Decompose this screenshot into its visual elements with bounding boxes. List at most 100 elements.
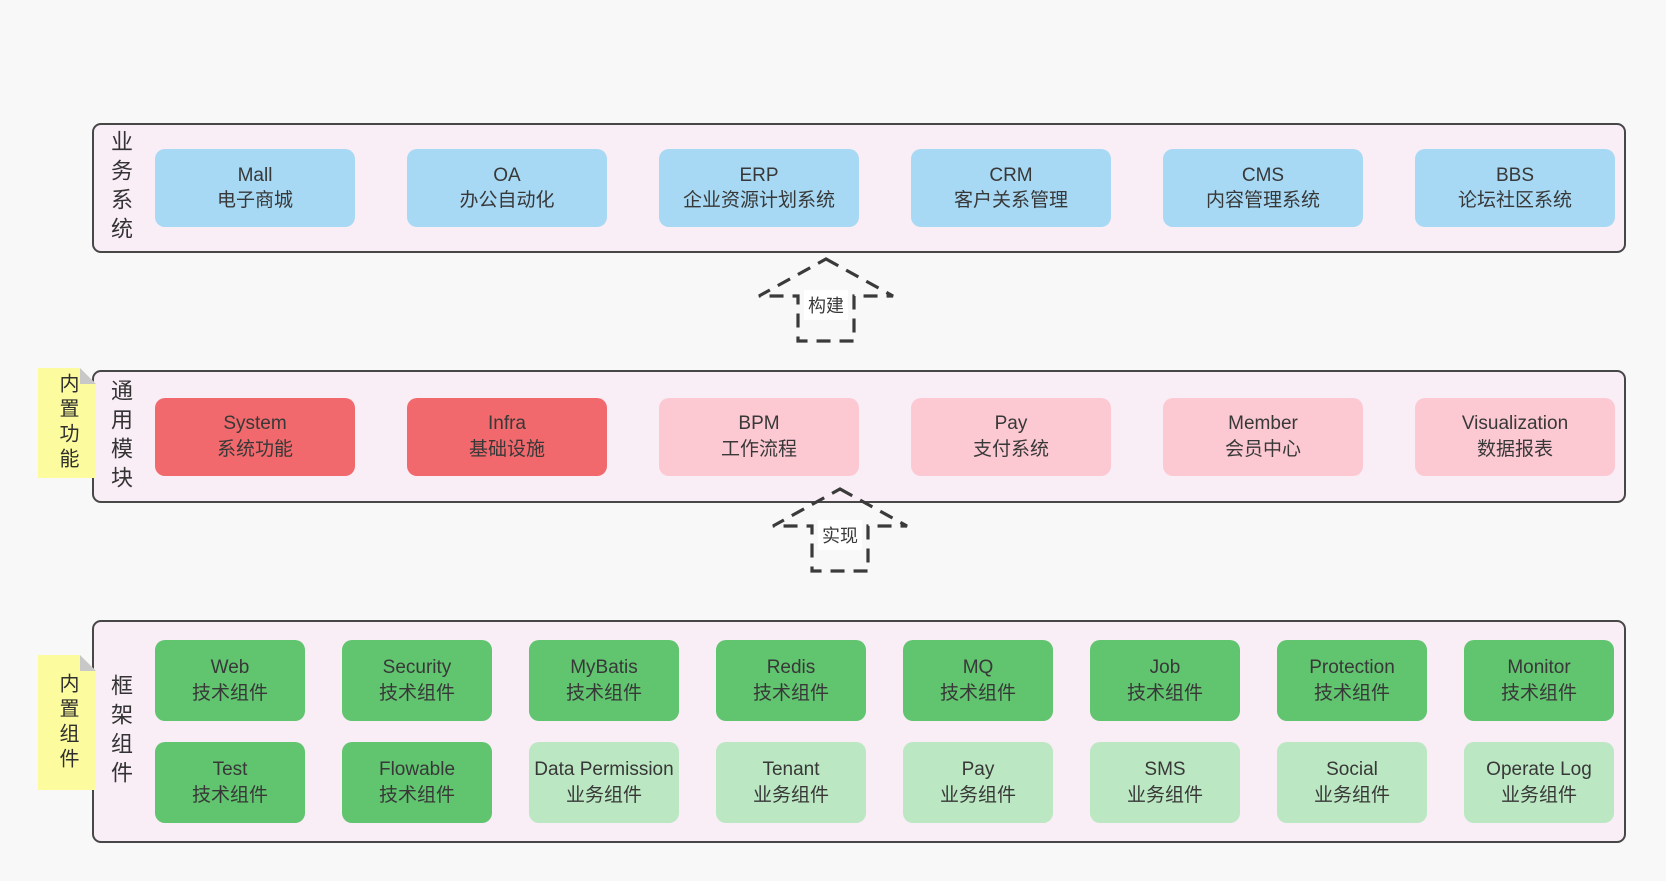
note-label: 内置组件 — [56, 672, 78, 773]
component-box: SMS 业务组件 — [1090, 742, 1240, 823]
system-box: BBS 论坛社区系统 — [1415, 149, 1615, 227]
box-title: BBS — [1495, 164, 1535, 186]
module-box: Infra 基础设施 — [407, 397, 607, 476]
box-subtitle: 业务组件 — [1500, 784, 1577, 806]
box-title: Web — [210, 657, 250, 679]
arrow-build: 构建 — [756, 256, 896, 344]
component-box: Tenant 业务组件 — [716, 742, 866, 823]
framework-components-grid: Web 技术组件 Security 技术组件 MyBatis 技术组件 Redi… — [155, 640, 1614, 823]
box-subtitle: 业务组件 — [939, 784, 1016, 806]
system-box: CRM 客户关系管理 — [911, 149, 1111, 227]
box-title: ERP — [739, 164, 779, 186]
box-title: Job — [1149, 657, 1181, 679]
box-subtitle: 工作流程 — [720, 438, 797, 460]
layer-framework-components: 框架组件 Web 技术组件 Security 技术组件 MyBatis 技术组件 — [92, 620, 1626, 843]
component-box: Job 技术组件 — [1090, 640, 1240, 721]
component-box: Flowable 技术组件 — [342, 742, 492, 823]
box-title: Pay — [994, 413, 1028, 435]
component-box: Test 技术组件 — [155, 742, 305, 823]
component-box: Redis 技术组件 — [716, 640, 866, 721]
box-title: Pay — [961, 759, 995, 781]
box-title: Infra — [487, 413, 527, 435]
box-subtitle: 会员中心 — [1224, 438, 1301, 460]
box-title: Social — [1326, 759, 1378, 781]
box-title: MQ — [962, 657, 994, 679]
box-title: Tenant — [762, 759, 820, 781]
box-subtitle: 论坛社区系统 — [1457, 190, 1572, 211]
box-title: Mall — [237, 164, 273, 186]
module-box: Member 会员中心 — [1163, 397, 1363, 476]
box-subtitle: 支付系统 — [972, 438, 1049, 460]
business-systems-row: Mall 电子商城 OA 办公自动化 ERP 企业资源计划系统 CRM 客户关系… — [155, 149, 1615, 227]
module-box: Visualization 数据报表 — [1415, 397, 1615, 476]
box-subtitle: 技术组件 — [378, 784, 455, 806]
box-subtitle: 技术组件 — [752, 682, 829, 704]
box-title: Data Permission — [534, 759, 674, 781]
box-title: BPM — [738, 413, 780, 435]
box-subtitle: 技术组件 — [378, 682, 455, 704]
box-subtitle: 技术组件 — [1126, 682, 1203, 704]
layer-business-systems: 业务系统 Mall 电子商城 OA 办公自动化 ERP 企业资源计划系统 — [92, 123, 1626, 253]
box-title: Member — [1228, 413, 1298, 435]
box-subtitle: 技术组件 — [191, 784, 268, 806]
component-box: Web 技术组件 — [155, 640, 305, 721]
box-subtitle: 基础设施 — [468, 438, 545, 460]
box-subtitle: 技术组件 — [939, 682, 1016, 704]
component-box: Pay 业务组件 — [903, 742, 1053, 823]
common-modules-row: System 系统功能 Infra 基础设施 BPM 工作流程 Pay 支付系统 — [155, 397, 1615, 476]
dashed-up-arrow-icon — [772, 487, 908, 573]
box-subtitle: 业务组件 — [1126, 784, 1203, 806]
box-title: Security — [382, 657, 452, 679]
box-subtitle: 技术组件 — [191, 682, 268, 704]
system-box: OA 办公自动化 — [407, 149, 607, 227]
box-title: Operate Log — [1486, 759, 1592, 781]
component-box: Operate Log 业务组件 — [1464, 742, 1614, 823]
layer-common-modules: 通用模块 System 系统功能 Infra 基础设施 BPM 工作流程 — [92, 370, 1626, 503]
box-title: Monitor — [1507, 657, 1571, 679]
layer-label-framework-components: 框架组件 — [108, 673, 133, 790]
box-subtitle: 企业资源计划系统 — [682, 190, 835, 211]
sticky-note-builtin-components: 内置组件 — [38, 655, 96, 790]
box-subtitle: 内容管理系统 — [1205, 190, 1320, 211]
component-box: Monitor 技术组件 — [1464, 640, 1614, 721]
sticky-note-builtin-features: 内置功能 — [38, 368, 96, 478]
box-title: CMS — [1241, 164, 1285, 186]
box-title: System — [223, 413, 287, 435]
arrow-build-label: 构建 — [804, 290, 848, 321]
layer-label-common-modules: 通用模块 — [108, 378, 133, 495]
note-label: 内置功能 — [56, 373, 78, 473]
box-subtitle: 电子商城 — [216, 190, 293, 211]
box-title: Flowable — [378, 759, 456, 781]
box-title: OA — [493, 164, 521, 186]
box-title: Test — [212, 759, 248, 781]
layer-label-business-systems: 业务系统 — [108, 130, 133, 246]
box-subtitle: 客户关系管理 — [953, 190, 1068, 211]
box-subtitle: 业务组件 — [1313, 784, 1390, 806]
component-box: Social 业务组件 — [1277, 742, 1427, 823]
folded-corner-icon — [80, 368, 96, 384]
component-box: MQ 技术组件 — [903, 640, 1053, 721]
box-title: MyBatis — [570, 657, 638, 679]
box-subtitle: 业务组件 — [752, 784, 829, 806]
system-box: CMS 内容管理系统 — [1163, 149, 1363, 227]
arrow-implement: 实现 — [770, 486, 910, 574]
component-box: Data Permission 业务组件 — [529, 742, 679, 823]
box-subtitle: 技术组件 — [565, 682, 642, 704]
box-title: CRM — [989, 164, 1033, 186]
box-subtitle: 系统功能 — [216, 438, 293, 460]
folded-corner-icon — [80, 655, 96, 671]
module-box: BPM 工作流程 — [659, 397, 859, 476]
dashed-up-arrow-icon — [758, 257, 894, 343]
box-title: SMS — [1144, 759, 1186, 781]
component-box: Protection 技术组件 — [1277, 640, 1427, 721]
component-box: MyBatis 技术组件 — [529, 640, 679, 721]
box-title: Visualization — [1461, 413, 1569, 435]
component-box: Security 技术组件 — [342, 640, 492, 721]
box-subtitle: 数据报表 — [1476, 438, 1553, 460]
box-subtitle: 办公自动化 — [459, 190, 555, 211]
box-subtitle: 业务组件 — [565, 784, 642, 806]
system-box: ERP 企业资源计划系统 — [659, 149, 859, 227]
box-subtitle: 技术组件 — [1313, 682, 1390, 704]
box-title: Redis — [766, 657, 816, 679]
